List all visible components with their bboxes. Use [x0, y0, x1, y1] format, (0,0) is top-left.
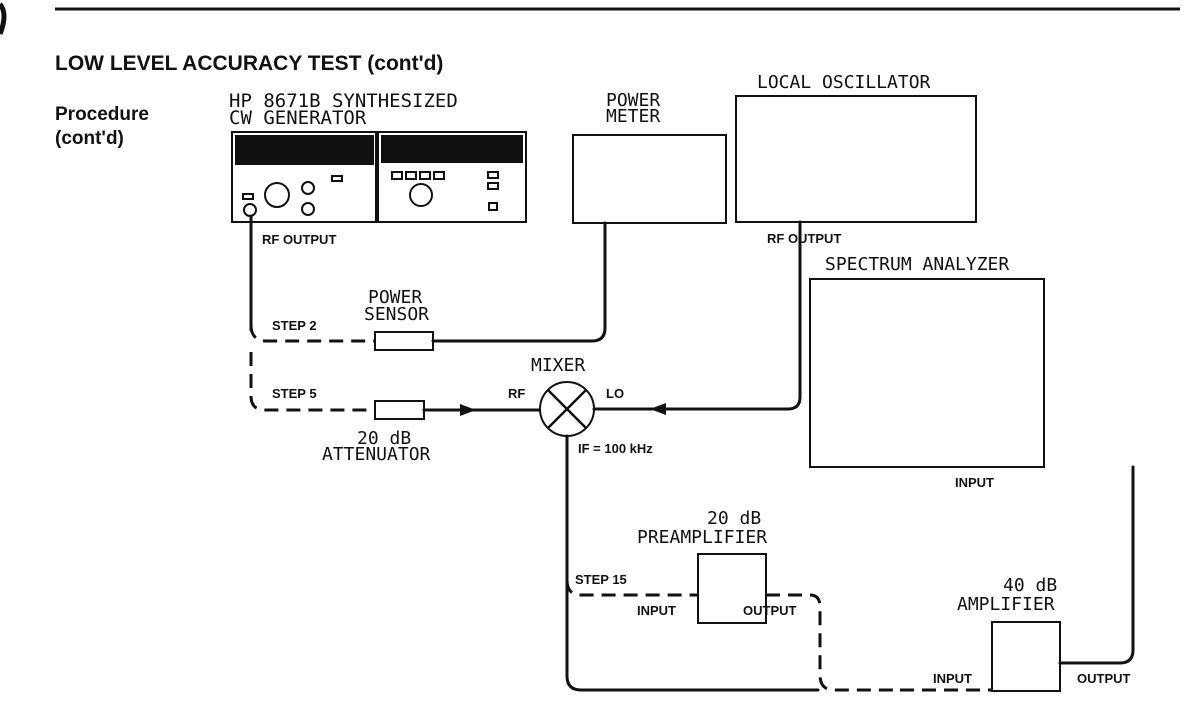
power-meter-label-line1: POWER: [606, 90, 660, 111]
button-icon: [433, 171, 445, 180]
knob-icon: [264, 182, 290, 208]
page-title: LOW LEVEL ACCURACY TEST (cont'd): [55, 52, 443, 75]
mixer-if-label: IF = 100 kHz: [578, 441, 653, 456]
preamp-output-label: OUTPUT: [743, 603, 797, 618]
amplifier-box: [991, 621, 1061, 692]
generator-display-left: [235, 135, 374, 165]
power-sensor-label-line2: SENSOR: [364, 304, 429, 325]
sa-label: SPECTRUM ANALYZER: [825, 254, 1009, 275]
spectrum-analyzer: SPECTRUM ANALYZER INPUT: [809, 254, 1045, 490]
generator-label-line1: HP 8671B SYNTHESIZED: [229, 90, 458, 112]
lo-port-label: RF OUTPUT: [767, 231, 841, 246]
knob-icon: [409, 183, 433, 207]
amp-output-label: OUTPUT: [1077, 671, 1131, 686]
amp-label-line1: 40 dB: [1003, 575, 1057, 596]
arrow-right-icon: [460, 404, 476, 416]
power-meter-box: [572, 134, 727, 224]
power-meter: POWER METER: [572, 90, 727, 224]
indicator-icon: [242, 193, 254, 200]
amp-input-label: INPUT: [933, 671, 972, 686]
sa-port-label: INPUT: [955, 475, 994, 490]
arrow-left-icon: [650, 403, 666, 415]
step15-label: STEP 15: [575, 572, 627, 587]
preamp-output-cable: [766, 593, 900, 692]
mixer-rf-label: RF: [508, 386, 525, 401]
power-meter-cable: [431, 221, 607, 343]
amp-output-cable: [1058, 465, 1135, 665]
lo-box: [735, 95, 977, 223]
generator-display-right: [381, 135, 523, 163]
mixer: MIXER RF LO IF = 100 kHz: [508, 355, 653, 456]
indicator-icon: [331, 175, 343, 182]
button-icon: [488, 202, 498, 211]
generator-label-line2: CW GENERATOR: [229, 107, 367, 129]
preamplifier-box: [697, 553, 767, 624]
local-oscillator: LOCAL OSCILLATOR RF OUTPUT: [735, 72, 977, 246]
preamp-input-label: INPUT: [637, 603, 676, 618]
step5-cable: [249, 352, 375, 412]
preamp-label-line2: PREAMPLIFIER: [637, 527, 767, 548]
mixer-label: MIXER: [531, 355, 585, 376]
if-cable-direct: [565, 434, 820, 692]
lo-label: LOCAL OSCILLATOR: [757, 72, 931, 93]
knob-small-icon: [301, 181, 315, 195]
step2-cable: [249, 324, 375, 343]
button-icon: [405, 171, 417, 180]
step5-label: STEP 5: [272, 386, 317, 401]
attenuator-icon: [374, 400, 425, 420]
page-edge-mark: [0, 2, 7, 35]
preamp-label-line1: 20 dB: [707, 508, 761, 529]
step2-label: STEP 2: [272, 318, 317, 333]
step15-cable: [565, 579, 698, 597]
lo-cable: [592, 220, 802, 411]
attenuator-label-line2: ATTENUATOR: [322, 444, 431, 465]
power-sensor-icon: [374, 331, 434, 351]
button-icon: [419, 171, 431, 180]
cw-generator: HP 8671B SYNTHESIZED CW GENERATOR RF OUT…: [229, 90, 527, 247]
power-sensor-label-line1: POWER: [368, 287, 422, 308]
amp-label-line2: AMPLIFIER: [957, 594, 1055, 615]
generator-port-label: RF OUTPUT: [262, 232, 336, 247]
button-icon: [487, 171, 499, 179]
section-label-line2: (cont'd): [55, 128, 124, 149]
button-icon: [487, 182, 499, 190]
sa-box: [809, 278, 1045, 468]
knob-small-icon: [301, 202, 315, 216]
section-label-line1: Procedure: [55, 104, 149, 125]
attenuator-label-line1: 20 dB: [357, 428, 411, 449]
power-meter-label-line2: METER: [606, 106, 660, 127]
button-icon: [391, 171, 403, 180]
rf-output-connector-icon: [243, 203, 257, 217]
mixer-lo-label: LO: [606, 386, 624, 401]
